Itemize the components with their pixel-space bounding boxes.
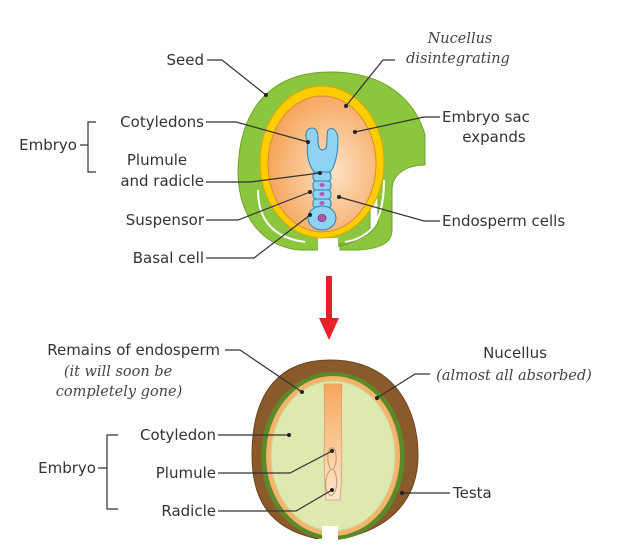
label-remains-note-line2: completely gone) — [56, 384, 183, 400]
label-nucellus-line1: Nucellus — [427, 31, 493, 47]
radicle-shape — [325, 469, 338, 497]
mature-seed — [251, 359, 419, 542]
label-radicle: Radicle — [161, 502, 216, 520]
label-plumule-line2: and radicle — [120, 172, 204, 190]
label-nucellus-bottom: Nucellus — [483, 344, 547, 362]
label-cotyledons: Cotyledons — [120, 113, 204, 131]
young-embryo — [305, 127, 339, 231]
label-seed: Seed — [167, 51, 205, 69]
bottom-leader-lines — [98, 349, 450, 512]
label-embryo-sac-line2: expands — [462, 128, 526, 146]
label-embryo-group-bottom: Embryo — [38, 459, 96, 477]
label-embryo-group-top: Embryo — [19, 136, 77, 154]
label-embryo-sac-line1: Embryo sac — [442, 108, 530, 126]
developing-ovule — [237, 71, 426, 252]
embryo-axis — [323, 383, 343, 501]
label-basal-cell: Basal cell — [133, 249, 204, 267]
label-testa: Testa — [452, 484, 492, 502]
plumule-shape — [327, 447, 337, 471]
label-remains-note-line1: (it will soon be — [64, 364, 172, 380]
label-cotyledon: Cotyledon — [140, 426, 216, 444]
development-arrow — [319, 276, 339, 340]
top-leader-lines — [80, 59, 440, 259]
label-plumule-line1: Plumule — [127, 151, 187, 169]
label-remains-endosperm: Remains of endosperm — [47, 341, 220, 359]
label-suspensor: Suspensor — [126, 211, 205, 229]
label-nucellus-line2: disintegrating — [406, 51, 510, 67]
label-plumule: Plumule — [156, 464, 216, 482]
label-nucellus-note: (almost all absorbed) — [436, 368, 592, 384]
label-endosperm-cells: Endosperm cells — [442, 212, 565, 230]
